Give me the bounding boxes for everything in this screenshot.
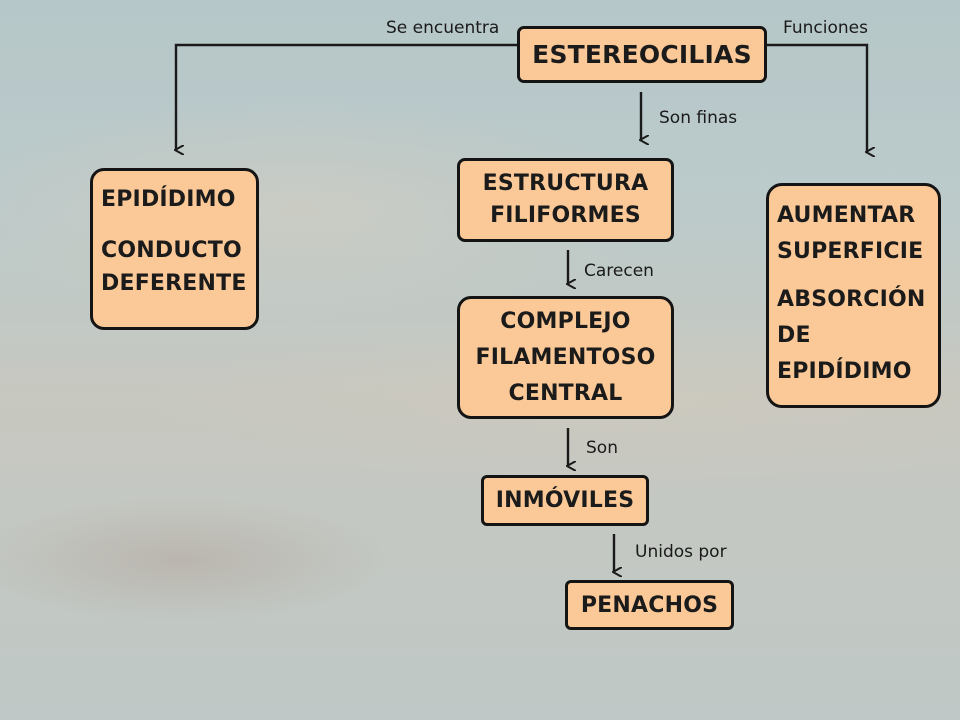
node-estereocilias: ESTEREOCILIAS [517, 26, 767, 83]
node-text-line: CENTRAL [508, 380, 623, 406]
node-text-line: ESTRUCTURA [482, 171, 649, 196]
node-text-line: DEFERENTE [101, 271, 247, 296]
node-text-line: FILAMENTOSO [475, 344, 656, 370]
node-inmoviles: INMÓVILES [481, 475, 649, 526]
node-aumentar-superficie-absorcion: AUMENTAR SUPERFICIE ABSORCIÓN DE EPIDÍDI… [766, 183, 941, 408]
node-estructura-filiformes: ESTRUCTURA FILIFORMES [457, 158, 674, 242]
node-text-line: CONDUCTO [101, 238, 242, 263]
arrow-se-encuentra [176, 43, 517, 150]
node-epididimo-conducto-deferente: EPIDÍDIMO CONDUCTO DEFERENTE [90, 168, 259, 330]
node-estereocilias-label: ESTEREOCILIAS [532, 40, 752, 69]
node-text-line: EPIDÍDIMO [101, 187, 236, 212]
node-penachos: PENACHOS [565, 580, 734, 630]
node-complejo-filamentoso-central: COMPLEJO FILAMENTOSO CENTRAL [457, 296, 674, 419]
node-penachos-label: PENACHOS [580, 592, 719, 618]
node-text-line: COMPLEJO [500, 308, 631, 334]
edge-label-funciones: Funciones [783, 18, 868, 38]
edge-label-son-finas: Son finas [659, 108, 738, 128]
node-text-line: ABSORCIÓN [777, 287, 926, 312]
node-text-line: AUMENTAR [777, 203, 916, 228]
edge-label-unidos-por: Unidos por [635, 542, 727, 562]
node-text-line: EPIDÍDIMO [777, 359, 912, 384]
node-text-line: FILIFORMES [490, 203, 641, 228]
edge-label-se-encuentra: Se encuentra [386, 18, 500, 38]
node-text-line: SUPERFICIE [777, 239, 924, 264]
edge-label-son: Son [586, 438, 618, 458]
arrow-funciones [767, 43, 867, 152]
node-inmoviles-label: INMÓVILES [495, 488, 635, 513]
edge-label-carecen: Carecen [584, 261, 654, 281]
node-text-line: DE [777, 323, 811, 348]
